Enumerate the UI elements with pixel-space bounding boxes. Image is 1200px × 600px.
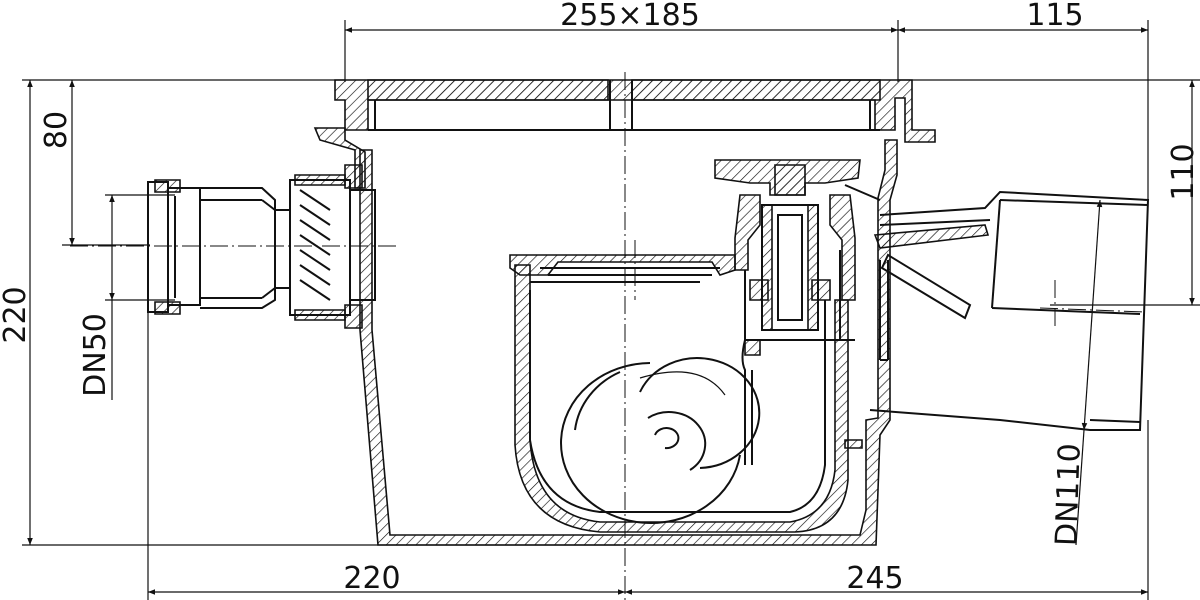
dim-right-height: 110 xyxy=(1166,143,1200,200)
outlet-dn110 xyxy=(844,190,1150,449)
nut-threads xyxy=(299,189,331,301)
dim-bottom-right: 245 xyxy=(846,561,903,596)
dim-bottom-left: 220 xyxy=(343,561,400,596)
dim-right-pipe: DN110 xyxy=(1049,443,1088,547)
cup-ring xyxy=(509,254,736,276)
odor-insert xyxy=(734,194,761,271)
dim-top-right: 115 xyxy=(1026,0,1083,33)
dim-left-height: 220 xyxy=(0,286,33,343)
body-outer-wall xyxy=(359,139,898,546)
dim-top-width: 255×185 xyxy=(560,0,700,33)
grate-slats xyxy=(367,79,881,131)
dimension-lines xyxy=(22,20,1200,600)
trap-body xyxy=(313,79,936,546)
center-lines xyxy=(70,72,1146,600)
inlet-dn50 xyxy=(147,164,376,329)
dim-left-top: 80 xyxy=(39,111,74,149)
trap-cup xyxy=(514,264,849,533)
dim-left-pipe: DN50 xyxy=(78,313,113,397)
spiral-lines xyxy=(560,357,761,524)
